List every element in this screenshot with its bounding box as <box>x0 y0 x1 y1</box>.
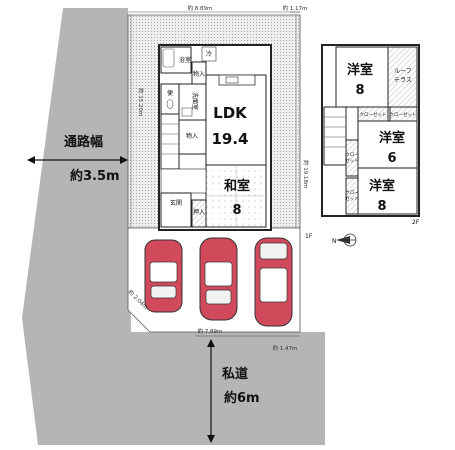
car-3 <box>254 237 293 327</box>
left-road-arrow <box>27 156 128 164</box>
room-b <box>357 120 418 169</box>
bottom-road-name: 私道 <box>222 366 248 382</box>
room-a-size: 8 <box>355 83 364 98</box>
closet-v2-label: クロー <box>345 190 359 196</box>
bath-label: 浴室 <box>179 56 191 64</box>
dim-right-depth: 約 19.18m <box>302 160 310 188</box>
room-b-size: 6 <box>387 151 396 166</box>
closet-v-1 <box>345 139 359 177</box>
room-c-size: 8 <box>377 199 386 214</box>
roof-terrace-label-2: テラス <box>394 77 412 84</box>
closet-v1b-label: ゼット <box>345 157 359 164</box>
wash-label: 洗面室 <box>191 92 199 110</box>
closet-v1-label: クロー <box>345 152 359 158</box>
compass-icon <box>336 233 357 247</box>
car-1 <box>144 239 183 313</box>
stair-2f <box>323 106 347 166</box>
roof-terrace <box>387 46 418 108</box>
bottom-road-width: 約6m <box>224 390 260 406</box>
closet-v-2 <box>345 177 359 215</box>
car-2 <box>199 237 238 321</box>
dim-left-depth: 約 15.20m <box>137 88 145 116</box>
dim-top-right: 約 1.17m <box>283 4 308 12</box>
entrance-room <box>160 192 192 228</box>
bottom-road-arrow <box>207 339 215 443</box>
dim-bottom2: 約 1.47m <box>273 344 298 352</box>
ldk-room <box>205 74 267 166</box>
washitsu-size: 8 <box>232 203 241 218</box>
room-a-label: 洋室 <box>347 62 373 78</box>
room-a <box>335 46 389 108</box>
sink-icon <box>225 76 239 84</box>
dim-top-width: 約 8.89m <box>188 4 213 12</box>
storage3-label: 押入 <box>193 208 205 216</box>
storage3-room <box>191 199 207 228</box>
bottom-road-main <box>128 332 325 445</box>
washitsu-label: 和室 <box>224 178 250 194</box>
closet1-label: クローゼット <box>360 111 387 118</box>
floor2-label: 2F <box>412 219 420 226</box>
roof-terrace-label-1: ルーフ <box>394 68 412 75</box>
room-b-label: 洋室 <box>379 130 405 146</box>
compass-label: N <box>332 238 337 245</box>
hall-area <box>160 168 207 194</box>
storage1-label: 物入 <box>193 70 205 78</box>
entrance-label: 玄関 <box>170 199 182 207</box>
ldk-size: 19.4 <box>211 130 248 148</box>
fridge-label: 冷 <box>206 50 212 58</box>
toilet-icon <box>166 99 174 109</box>
room-c <box>357 167 418 215</box>
storage2-label: 物入 <box>186 132 198 140</box>
fridge-box <box>201 46 217 62</box>
ldk-label: LDK <box>213 104 248 122</box>
closet2-label: クローゼット <box>390 111 417 118</box>
room-c-label: 洋室 <box>369 178 395 194</box>
toilet-room <box>160 83 180 115</box>
left-road-name: 通路幅 <box>64 134 103 150</box>
toilet-label: 便 <box>167 89 173 97</box>
washbasin-icon <box>181 107 193 117</box>
closet-v2b-label: ゼット <box>345 195 359 202</box>
stair-area <box>160 113 180 170</box>
dim-bottom1: 約 7.89m <box>198 327 223 335</box>
floor1-label: 1F <box>305 233 313 240</box>
left-road-width: 約3.5m <box>70 168 120 184</box>
bathtub-icon <box>162 48 175 68</box>
